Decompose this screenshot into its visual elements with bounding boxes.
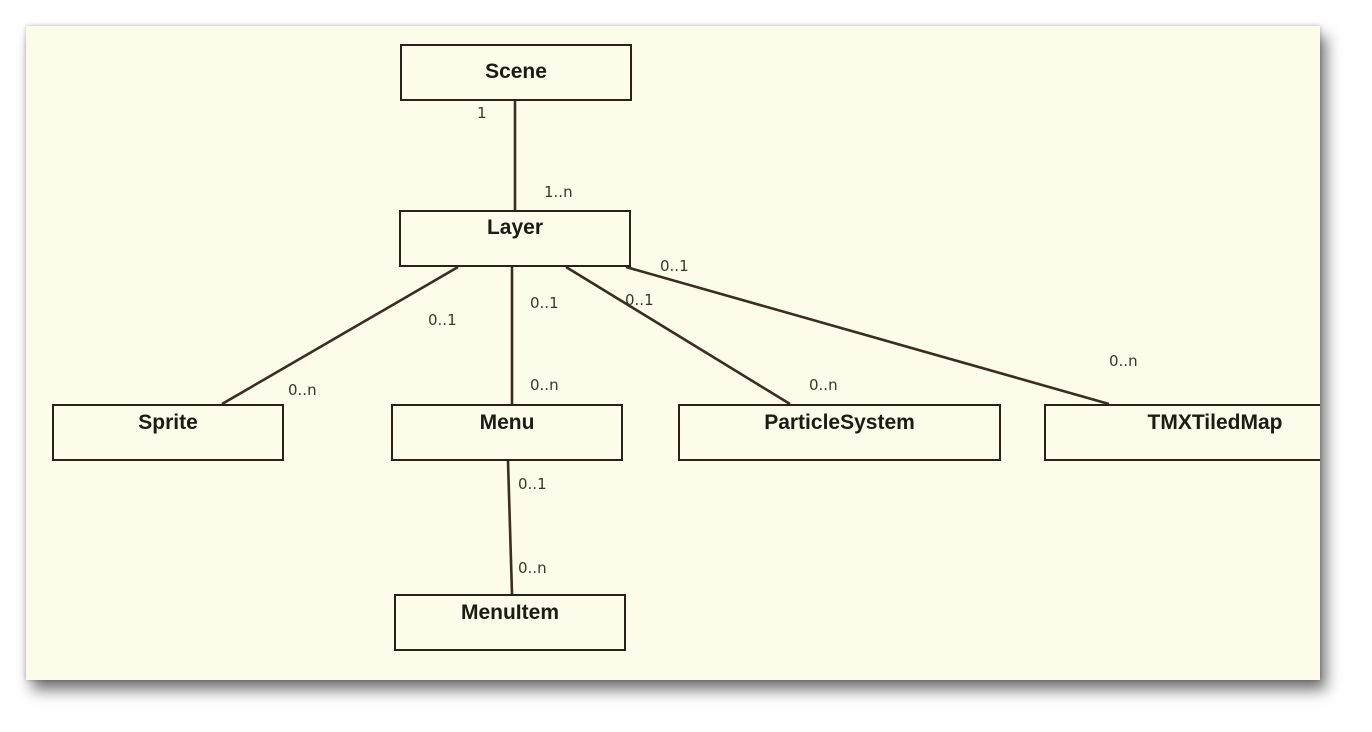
class-box-scene[interactable]: Scene bbox=[400, 44, 632, 101]
class-name-menu: Menu bbox=[479, 411, 535, 434]
multiplicity-layer-particlesystem-from: 0..1 bbox=[625, 291, 654, 309]
class-name-menuitem: MenuItem bbox=[460, 601, 559, 624]
multiplicity-layer-sprite-to: 0..n bbox=[288, 381, 317, 399]
class-box-particlesystem[interactable]: ParticleSystem bbox=[678, 404, 1001, 461]
class-box-layer[interactable]: Layer bbox=[399, 210, 631, 267]
multiplicity-scene-end: 1 bbox=[477, 104, 487, 122]
multiplicity-menu-menuitem-from: 0..1 bbox=[518, 475, 547, 493]
multiplicity-layer-tmxtiledmap-to: 0..n bbox=[1109, 352, 1138, 370]
class-name-layer: Layer bbox=[486, 216, 544, 239]
class-box-sprite[interactable]: Sprite bbox=[52, 404, 284, 461]
multiplicity-layer-end: 1..n bbox=[544, 183, 573, 201]
class-box-menuitem[interactable]: MenuItem bbox=[394, 594, 626, 651]
multiplicity-layer-particlesystem-to: 0..n bbox=[809, 376, 838, 394]
class-name-scene: Scene bbox=[485, 60, 547, 83]
class-name-tmxtiledmap: TMXTiledMap bbox=[1147, 411, 1283, 434]
multiplicity-layer-menu-from: 0..1 bbox=[530, 294, 559, 312]
multiplicity-layer-sprite-from: 0..1 bbox=[428, 311, 457, 329]
class-name-sprite: Sprite bbox=[138, 411, 198, 434]
class-box-tmxtiledmap[interactable]: TMXTiledMap bbox=[1044, 404, 1320, 461]
connector-layer bbox=[221, 101, 1110, 595]
class-box-menu[interactable]: Menu bbox=[391, 404, 623, 461]
diagram-canvas: Scene Layer Sprite Menu ParticleSystem T… bbox=[26, 26, 1320, 680]
connector-layer-sprite bbox=[221, 265, 459, 406]
class-name-particlesystem: ParticleSystem bbox=[764, 411, 915, 434]
multiplicity-layer-menu-to: 0..n bbox=[530, 376, 559, 394]
multiplicity-layer-tmxtiledmap-from: 0..1 bbox=[660, 257, 689, 275]
connector-layer-particlesystem bbox=[565, 265, 791, 406]
multiplicity-menu-menuitem-to: 0..n bbox=[518, 559, 547, 577]
connector-layer-tmxtiledmap bbox=[625, 265, 1110, 406]
connector-menu-menuitem bbox=[506, 460, 514, 595]
